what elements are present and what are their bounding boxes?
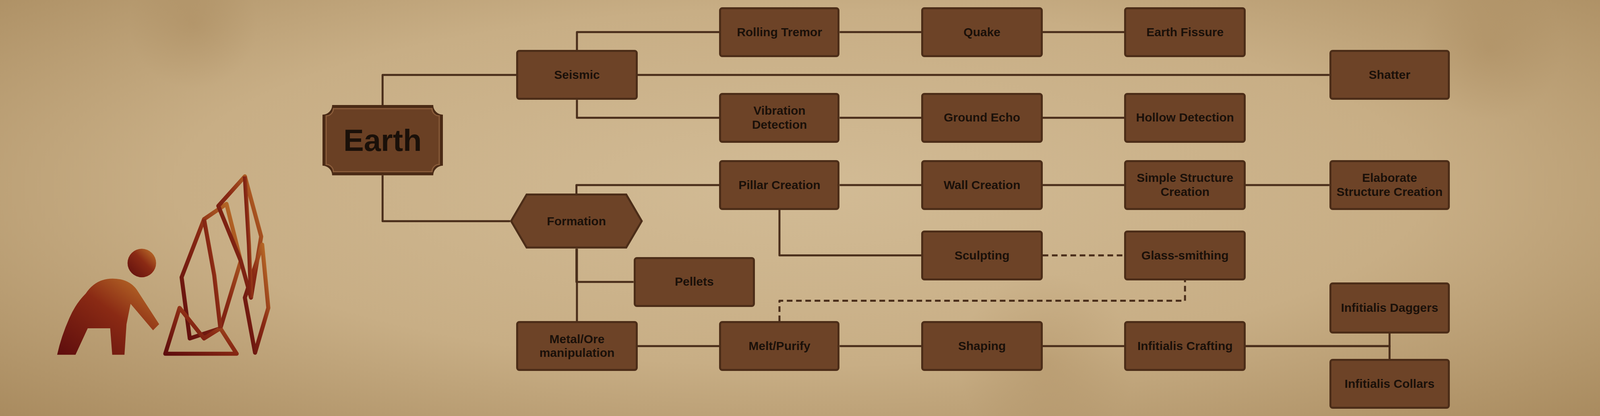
skill-box: Shaping xyxy=(921,321,1043,372)
skill-box: Glass-smithing xyxy=(1124,230,1246,281)
node-label: Infitialis Collars xyxy=(1344,377,1435,392)
node-label: Shaping xyxy=(958,339,1006,354)
connector xyxy=(576,248,634,282)
node-label: Earth xyxy=(343,123,422,158)
skill-box: Pillar Creation xyxy=(719,160,840,211)
root-node: Earth xyxy=(322,105,443,176)
node-label: Sculpting xyxy=(954,248,1010,263)
paper-stain xyxy=(128,0,258,89)
root-fill xyxy=(326,108,440,172)
node-label: Pillar Creation xyxy=(738,178,821,193)
connector xyxy=(575,248,578,322)
node-label: Infitialis Daggers xyxy=(1340,301,1439,316)
node-label: Simple Structure Creation xyxy=(1129,171,1241,199)
connector xyxy=(576,185,720,195)
skill-box: Shatter xyxy=(1329,49,1450,100)
skill-box: Wall Creation xyxy=(921,160,1043,211)
skill-box: Elaborate Structure Creation xyxy=(1329,160,1450,211)
root-frame xyxy=(322,105,443,176)
connector xyxy=(576,32,720,50)
connector xyxy=(382,74,517,106)
connector xyxy=(637,345,720,348)
node-label: Glass-smithing xyxy=(1141,248,1229,263)
skill-box: Seismic xyxy=(516,49,638,100)
connector xyxy=(576,99,720,118)
skill-box: Infitialis Collars xyxy=(1329,359,1450,410)
skill-box: Melt/Purify xyxy=(719,321,840,372)
connector xyxy=(839,31,922,34)
node-label: Melt/Purify xyxy=(748,339,811,354)
node-label: Vibration Detection xyxy=(724,103,834,132)
node-label: Infitialis Crafting xyxy=(1137,339,1233,354)
connector xyxy=(1042,31,1125,34)
connector xyxy=(1245,333,1390,347)
skill-box: Infitialis Crafting xyxy=(1124,321,1246,372)
kneeling-figure-with-crystals xyxy=(57,176,272,356)
skill-box: Metal/Ore manipulation xyxy=(516,321,638,372)
skill-box: Infitialis Daggers xyxy=(1329,282,1450,334)
skill-box: Pellets xyxy=(633,257,756,308)
node-label: Elaborate Structure Creation xyxy=(1335,171,1445,199)
node-label: Metal/Ore manipulation xyxy=(521,332,633,361)
figure-head xyxy=(127,248,157,278)
connector xyxy=(382,175,511,222)
node-label: Rolling Tremor xyxy=(736,25,823,40)
skill-box: Hollow Detection xyxy=(1124,93,1246,143)
node-label: Hollow Detection xyxy=(1136,110,1235,125)
skill-box: Vibration Detection xyxy=(719,93,840,143)
figure-body xyxy=(57,278,160,355)
connector xyxy=(1245,346,1390,360)
node-label: Ground Echo xyxy=(943,110,1021,125)
node-label: Wall Creation xyxy=(943,178,1021,193)
connector xyxy=(1042,183,1125,187)
skill-box: Quake xyxy=(921,7,1043,58)
connector xyxy=(839,345,922,348)
node-label: Earth Fissure xyxy=(1146,25,1224,40)
node-label: Formation xyxy=(546,214,606,229)
skill-box: Simple Structure Creation xyxy=(1124,160,1246,211)
dashed-connector xyxy=(779,280,1185,322)
skill-box: Earth Fissure xyxy=(1124,7,1246,58)
connector xyxy=(637,74,1330,77)
crystal-cluster xyxy=(152,176,272,356)
skill-box: Sculpting xyxy=(921,230,1043,281)
connector xyxy=(1245,183,1330,187)
dashed-connector xyxy=(1042,254,1125,257)
hexagon-fill xyxy=(511,194,642,249)
node-label: Seismic xyxy=(554,68,600,83)
connector xyxy=(1042,116,1125,119)
skill-box: Ground Echo xyxy=(921,93,1043,143)
connector xyxy=(839,183,922,187)
skill-box: Rolling Tremor xyxy=(719,7,840,58)
connector xyxy=(779,210,922,256)
node-label: Pellets xyxy=(674,274,714,290)
connector xyxy=(1042,345,1125,348)
node-label: Shatter xyxy=(1368,68,1411,83)
connector xyxy=(839,116,922,119)
paper-stain xyxy=(958,273,1136,416)
node-label: Quake xyxy=(963,25,1001,40)
branch-hexagon: Formation xyxy=(510,193,643,249)
